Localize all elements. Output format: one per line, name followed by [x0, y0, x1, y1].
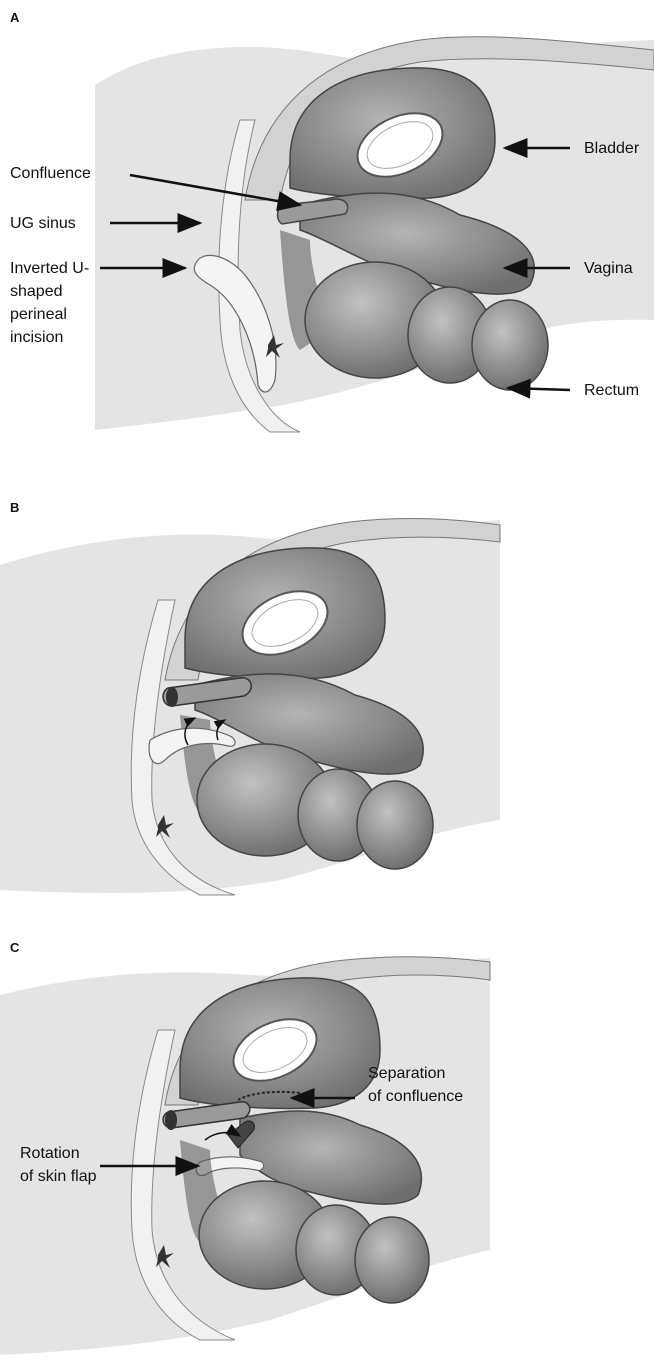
panel-b: B: [0, 440, 654, 900]
label-separation-line-1: Separation: [368, 1065, 445, 1082]
panel-b-letter: B: [10, 500, 19, 515]
panel-c: C Separation of confluence Rotation of s…: [0, 900, 654, 1361]
label-confluence: Confluence: [10, 165, 91, 182]
label-vagina: Vagina: [584, 260, 633, 277]
panel-c-illustration: C Separation of confluence Rotation of s…: [0, 900, 654, 1361]
panel-b-illustration: B: [0, 440, 654, 900]
label-incision-line-2: shaped: [10, 283, 63, 300]
label-rectum: Rectum: [584, 382, 639, 399]
label-ug-sinus: UG sinus: [10, 215, 76, 232]
panel-a-illustration: A Confluence UG sinus Inverted U- shaped…: [0, 0, 654, 440]
panel-a-letter: A: [10, 10, 20, 25]
label-incision-line-4: incision: [10, 329, 63, 346]
label-incision-line-3: perineal: [10, 306, 67, 323]
label-rotation-line-1: Rotation: [20, 1145, 80, 1162]
label-bladder: Bladder: [584, 140, 640, 157]
panel-a: A Confluence UG sinus Inverted U- shaped…: [0, 0, 654, 440]
label-rotation-line-2: of skin flap: [20, 1168, 97, 1185]
panel-c-letter: C: [10, 940, 20, 955]
label-separation-line-2: of confluence: [368, 1088, 463, 1105]
label-incision-line-1: Inverted U-: [10, 260, 89, 277]
